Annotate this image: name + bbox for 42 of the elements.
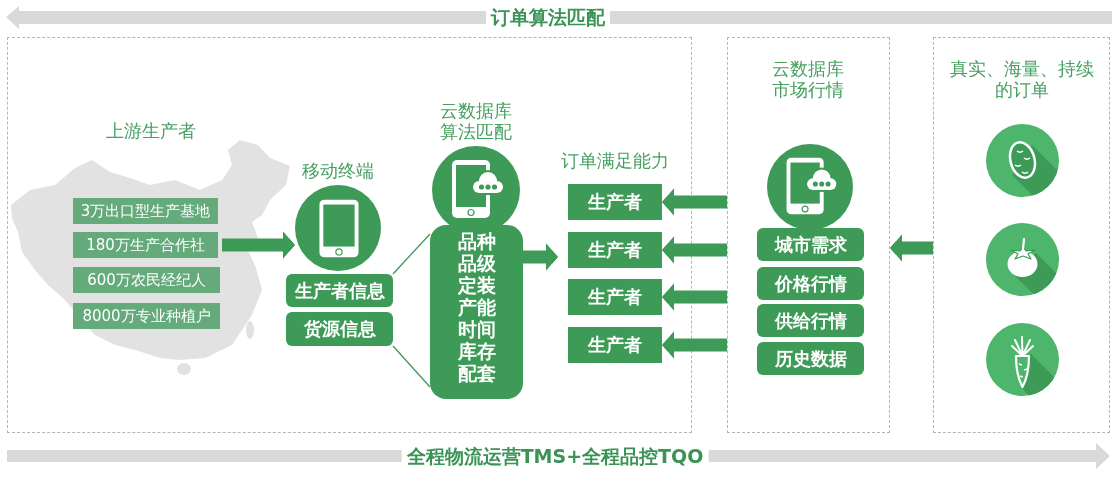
label-box: 600万农民经纪人 <box>73 267 220 293</box>
text-box: 生产者 <box>568 232 662 268</box>
heading: 移动终端 <box>302 160 374 181</box>
arrow <box>222 231 295 259</box>
text-box: 生产者 <box>568 184 662 220</box>
arrow <box>662 331 727 359</box>
list-item: 库存 <box>457 340 496 362</box>
dashed-panel <box>7 37 692 433</box>
info-box: 供给行情 <box>757 304 864 337</box>
info-box: 历史数据 <box>757 342 864 375</box>
banner-label: 订单算法匹配 <box>486 6 610 28</box>
connector-line <box>392 345 431 388</box>
arrow <box>662 188 727 216</box>
text-box: 生产者 <box>568 279 662 315</box>
info-box: 价格行情 <box>757 267 864 300</box>
connector-line <box>392 233 431 275</box>
arrow <box>523 243 558 271</box>
banner-label: 全程物流运营TMS+全程品控TQO <box>401 445 709 467</box>
heading: 云数据库算法匹配 <box>439 100 513 142</box>
label-box: 8000万专业种植户 <box>73 303 220 329</box>
list-item: 定装 <box>457 274 496 296</box>
list-item: 品级 <box>457 252 496 274</box>
list-item: 品种 <box>457 230 496 252</box>
list-item: 时间 <box>457 318 496 340</box>
list-item: 产能 <box>457 296 496 318</box>
info-box: 城市需求 <box>757 228 864 261</box>
dashed-panel <box>727 37 890 433</box>
text-box: 生产者 <box>568 327 662 363</box>
info-box: 生产者信息 <box>286 274 393 307</box>
dashed-panel <box>933 37 1110 433</box>
heading: 订单满足能力 <box>561 150 669 171</box>
arrow <box>662 283 727 311</box>
arrow <box>890 234 933 262</box>
label-box: 180万生产合作社 <box>73 232 218 258</box>
list-item: 配套 <box>457 362 496 384</box>
info-box: 货源信息 <box>286 312 393 346</box>
heading: 云数据库市场行情 <box>771 58 846 100</box>
heading: 真实、海量、持续的订单 <box>948 58 1095 100</box>
arrow <box>662 236 727 264</box>
label-box: 3万出口型生产基地 <box>73 198 218 224</box>
heading: 上游生产者 <box>106 120 196 141</box>
rounded-box <box>430 225 523 399</box>
